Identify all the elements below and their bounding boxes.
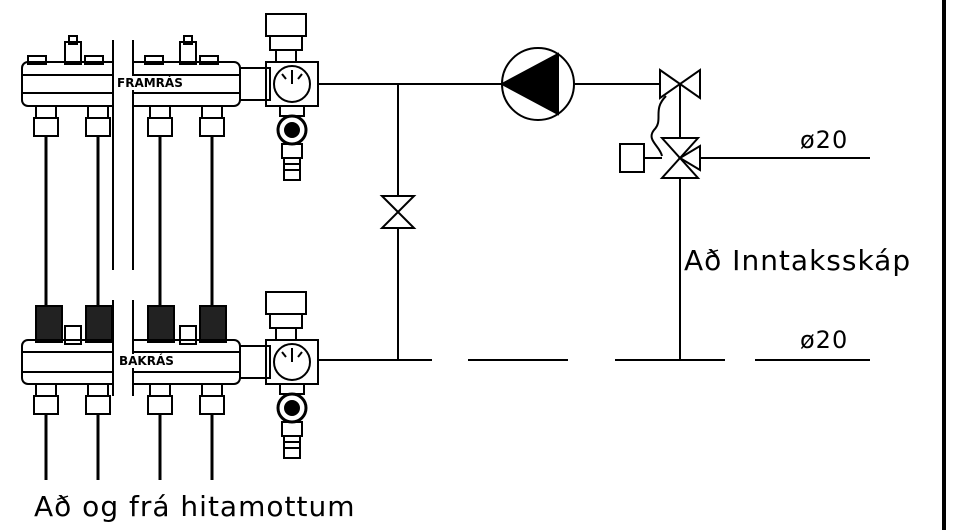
return-label: BAKRÁS <box>118 354 175 368</box>
floor-loop-pipes <box>44 136 214 480</box>
pipe-size-lower: ø20 <box>800 326 849 354</box>
globe-valve-icon <box>379 195 417 229</box>
return-manifold <box>21 291 319 459</box>
actuator-icon <box>619 95 667 173</box>
three-way-valve-icon <box>659 137 870 360</box>
circulation-pump-icon <box>499 47 575 121</box>
flow-meter-icon <box>276 105 308 181</box>
pipe-size-upper: ø20 <box>800 126 849 154</box>
thermometer-gauge-icon <box>265 291 319 385</box>
flow-meter-icon <box>276 383 308 459</box>
supply-label: FRAMRÁS <box>116 76 184 90</box>
supply-valve-heads <box>27 35 219 65</box>
thermometer-gauge-icon <box>265 13 319 107</box>
supply-manifold <box>21 13 319 270</box>
three-way-valve-icon <box>659 68 701 138</box>
floor-loops-label: Að og frá hitamottum <box>34 490 356 523</box>
intake-cabinet-label: Að Inntaksskáp <box>684 244 912 277</box>
actuator-heads <box>35 305 227 345</box>
